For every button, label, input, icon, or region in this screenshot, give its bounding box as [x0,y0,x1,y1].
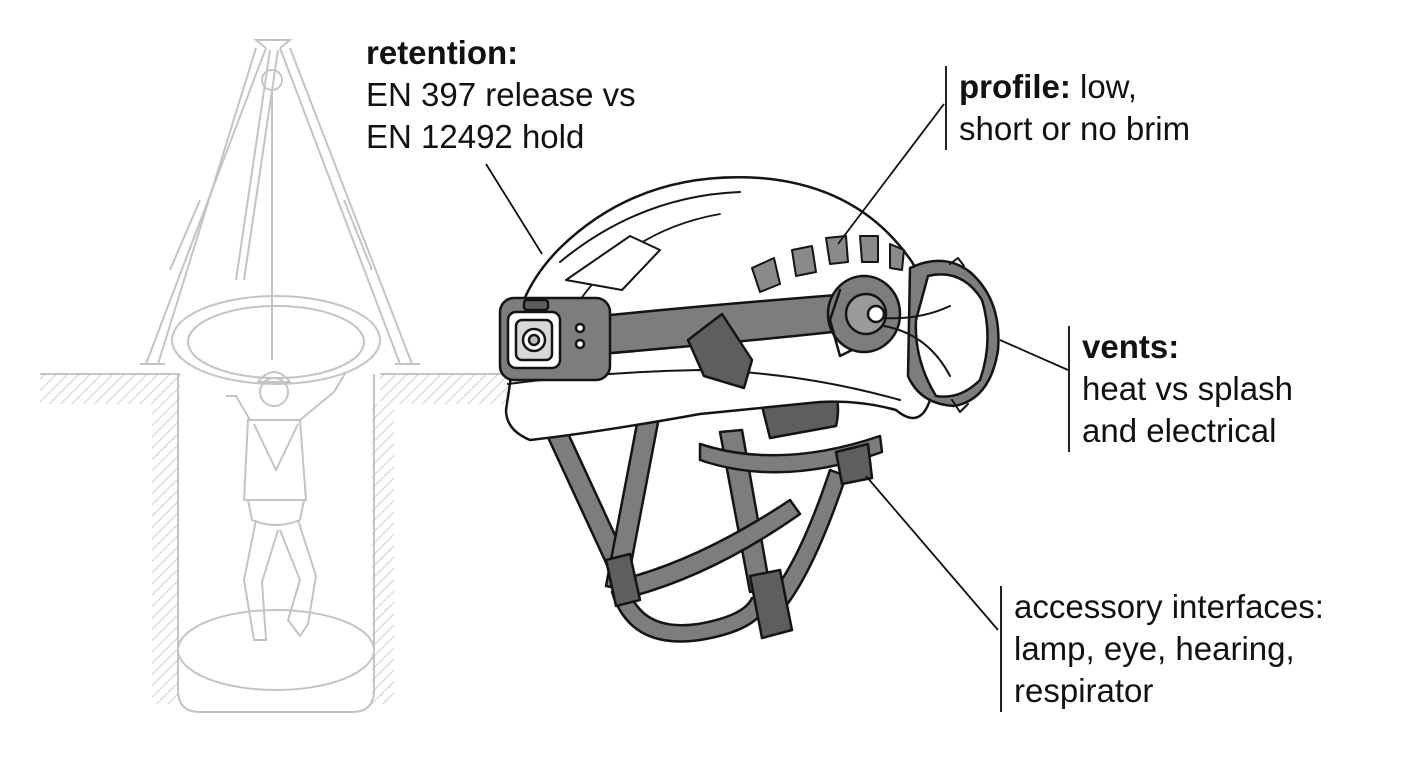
vents-line-1: heat vs splash [1082,370,1293,407]
headlamp-icon [498,296,612,382]
retention-heading: retention: [366,34,519,71]
leader-profile [837,103,945,245]
tripod [140,39,420,365]
leader-vents [999,339,1069,371]
callout-vents: vents: heat vs splash and electrical [1068,326,1293,452]
vents-heading: vents: [1082,328,1180,365]
manhole-shaft [152,295,394,713]
helmet-illustration [498,176,1000,643]
accessory-line-2: lamp, eye, hearing, [1014,630,1295,667]
profile-heading: profile: [959,68,1071,105]
callout-profile: profile: low, short or no brim [945,66,1190,150]
retention-line-1: EN 397 release vs [366,76,636,113]
callout-accessory: accessory interfaces: lamp, eye, hearing… [1000,586,1324,712]
accessory-line-1: accessory interfaces: [1014,588,1324,625]
ground-line [40,373,510,404]
callout-retention: retention: EN 397 release vs EN 12492 ho… [366,32,636,158]
vents [751,235,905,293]
leader-lines [485,103,1069,631]
strap-clip [686,312,754,390]
hearing-protector-icon [826,257,1000,413]
rescue-scene-background [40,39,510,713]
accessory-line-3: respirator [1014,672,1154,709]
retention-line-2: EN 12492 hold [366,118,585,155]
chin-strap [538,406,848,643]
profile-line-1: short or no brim [959,110,1191,147]
vents-line-2: and electrical [1082,412,1277,449]
worker-figure [226,371,347,641]
leader-retention [485,163,543,255]
profile-rest: low, [1070,68,1137,105]
leader-accessory [865,475,999,631]
